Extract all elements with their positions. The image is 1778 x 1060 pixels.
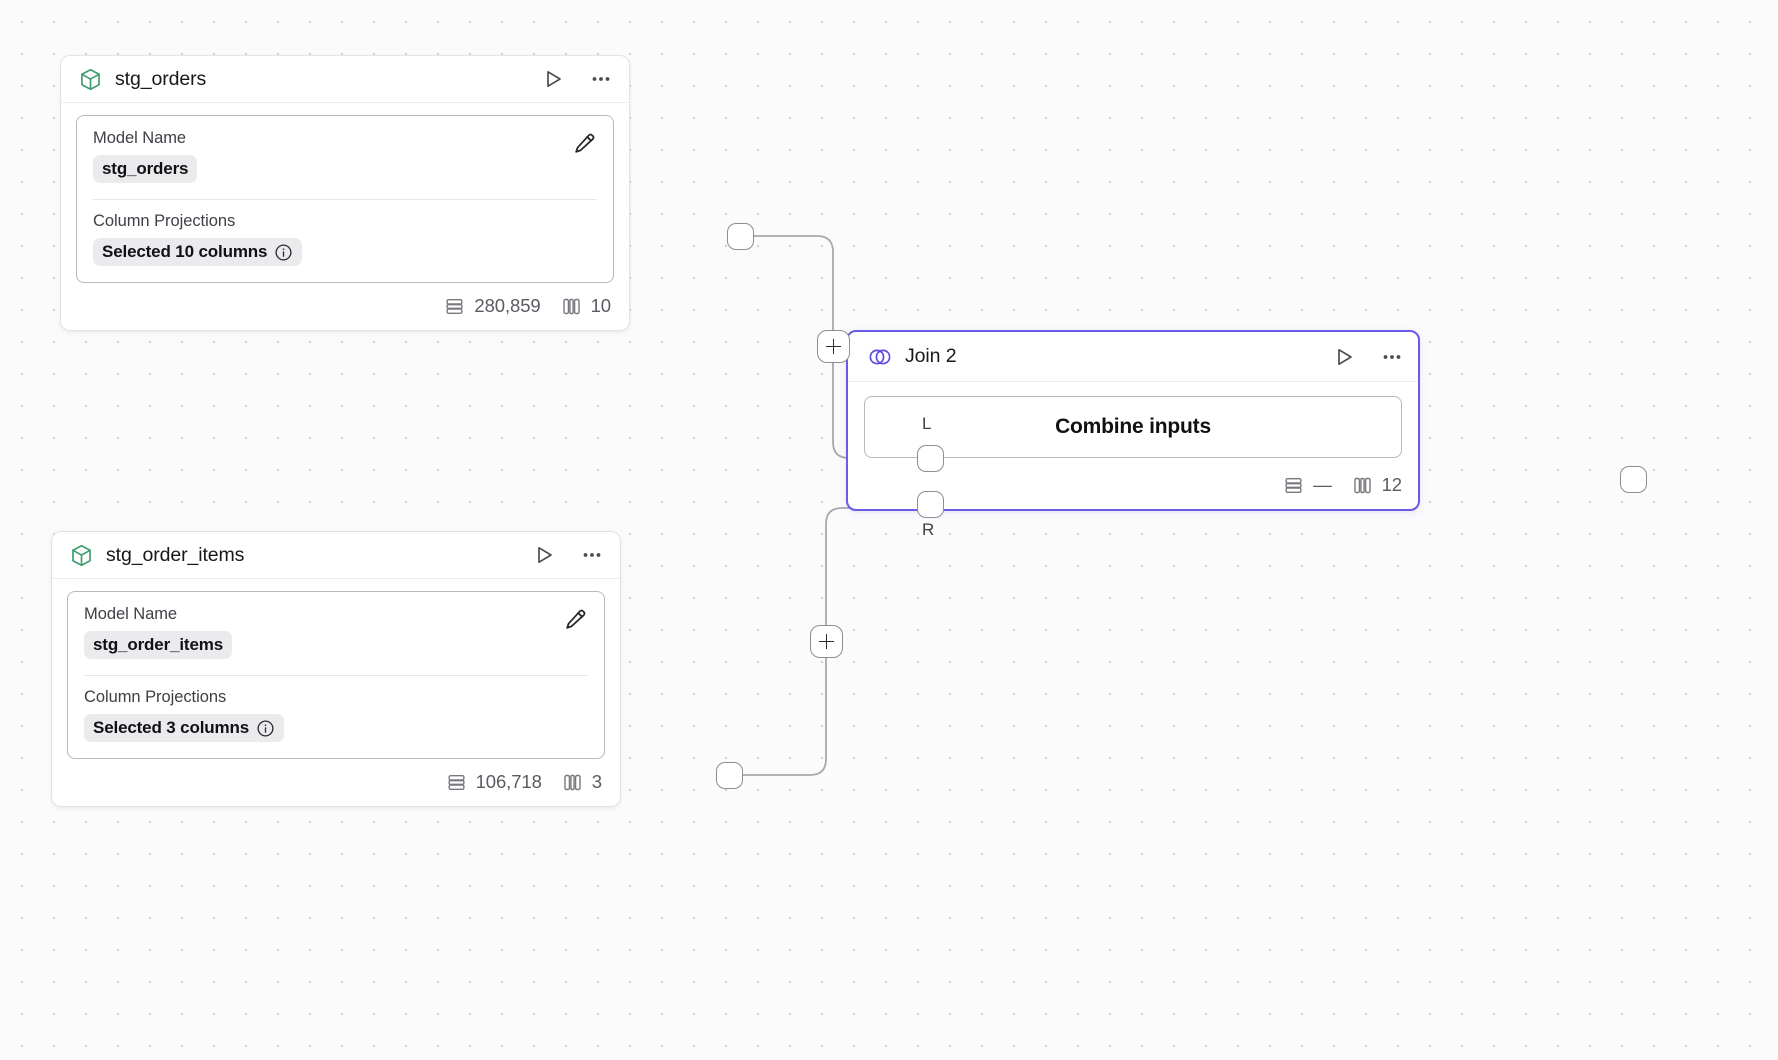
node-title: Join 2: [905, 345, 957, 367]
columns-icon: [562, 772, 583, 793]
node-body: Model Name stg_order_items Column Projec…: [52, 579, 620, 759]
rows-icon: [1283, 475, 1304, 496]
model-name-row: Model Name stg_orders: [93, 129, 597, 183]
column-count-stat: 3: [562, 771, 602, 793]
node-header: stg_order_items: [52, 532, 620, 579]
column-projections-label: Column Projections: [84, 688, 227, 706]
node-title: stg_order_items: [106, 543, 245, 566]
port-input-join-right[interactable]: [917, 491, 944, 518]
node-footer: 280,859 10: [61, 283, 629, 330]
column-projections-value[interactable]: Selected 3 columns: [84, 714, 285, 742]
column-projections-text: Selected 10 columns: [102, 242, 268, 261]
play-icon[interactable]: [532, 543, 556, 567]
model-name-value: stg_orders: [93, 155, 198, 183]
port-input-join-left[interactable]: [917, 445, 944, 472]
node-title: stg_orders: [115, 67, 207, 90]
model-name-label: Model Name: [93, 129, 187, 147]
model-config-panel: Model Name stg_order_items Column Projec…: [67, 591, 605, 759]
column-projections-row: Column Projections Selected 3 columns: [84, 688, 588, 742]
venn-join-icon: [867, 344, 893, 370]
info-icon[interactable]: [274, 243, 293, 262]
column-projections-text: Selected 3 columns: [93, 718, 250, 737]
cube-icon: [69, 543, 94, 568]
panel-divider: [84, 675, 588, 676]
node-header: Join 2: [848, 332, 1418, 382]
column-count-value: 3: [591, 771, 602, 792]
play-icon[interactable]: [541, 67, 565, 91]
more-options-icon[interactable]: [1380, 345, 1404, 369]
rows-icon: [444, 296, 465, 317]
pencil-icon[interactable]: [563, 607, 588, 632]
info-icon[interactable]: [256, 719, 275, 738]
more-options-icon[interactable]: [589, 67, 613, 91]
node-footer: — 12: [848, 458, 1418, 509]
panel-divider: [93, 199, 597, 200]
row-count-value: 280,859: [474, 295, 541, 316]
column-count-value: 12: [1381, 474, 1402, 495]
row-count-value: 106,718: [475, 771, 542, 792]
column-projections-row: Column Projections Selected 10 columns: [93, 212, 597, 266]
model-name-label: Model Name: [84, 605, 178, 623]
column-count-stat: 12: [1352, 474, 1402, 496]
node-header: stg_orders: [61, 56, 629, 103]
row-count-stat: 280,859: [444, 295, 541, 317]
node-join-2[interactable]: Join 2 Combine inputs: [846, 330, 1420, 511]
column-projections-label: Column Projections: [93, 212, 236, 230]
columns-icon: [1352, 475, 1373, 496]
column-count-stat: 10: [561, 295, 611, 317]
model-name-row: Model Name stg_order_items: [84, 605, 588, 659]
port-output-stg-order-items[interactable]: [716, 762, 743, 789]
play-icon[interactable]: [1332, 345, 1356, 369]
columns-icon: [561, 296, 582, 317]
column-count-value: 10: [590, 295, 611, 316]
cube-icon: [78, 67, 103, 92]
edge-add-button-upper[interactable]: [817, 330, 850, 363]
model-name-value: stg_order_items: [84, 631, 233, 659]
node-footer: 106,718 3: [52, 759, 620, 806]
port-output-stg-orders[interactable]: [727, 223, 754, 250]
pencil-icon[interactable]: [572, 131, 597, 156]
port-label-right: R: [922, 520, 935, 539]
rows-icon: [446, 772, 467, 793]
model-config-panel: Model Name stg_orders Column Projections: [76, 115, 614, 283]
combine-inputs-button[interactable]: Combine inputs: [864, 396, 1402, 458]
more-options-icon[interactable]: [580, 543, 604, 567]
node-stg-order-items[interactable]: stg_order_items Model Name stg_order_ite…: [51, 531, 621, 807]
row-count-value: —: [1313, 474, 1332, 495]
node-stg-orders[interactable]: stg_orders Model Name stg_orders: [60, 55, 630, 331]
row-count-stat: 106,718: [446, 771, 542, 793]
node-body: Combine inputs: [848, 382, 1418, 458]
column-projections-value[interactable]: Selected 10 columns: [93, 238, 303, 266]
edge-add-button-lower[interactable]: [810, 625, 843, 658]
row-count-stat: —: [1283, 474, 1332, 496]
port-output-join[interactable]: [1620, 466, 1647, 493]
node-body: Model Name stg_orders Column Projections: [61, 103, 629, 283]
